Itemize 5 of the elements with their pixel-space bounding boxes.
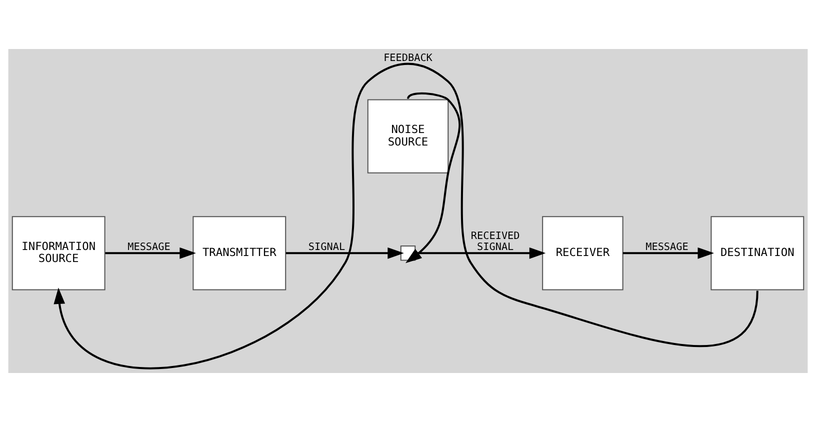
edge-label: FEEDBACK [384,53,432,64]
edge-label: MESSAGE [646,242,688,254]
edge-label: MESSAGE [128,242,170,254]
edge-label: SIGNAL [308,242,346,254]
edge-label: RECEIVED SIGNAL [470,230,520,254]
